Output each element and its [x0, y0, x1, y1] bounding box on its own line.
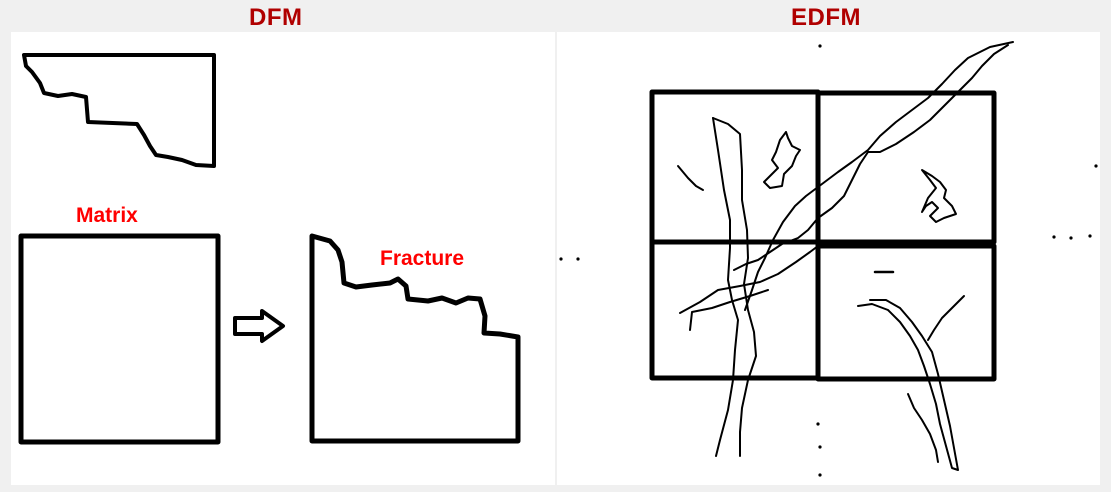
fracture-jagged-top-left — [763, 131, 801, 189]
fracture-short-top-left — [677, 165, 704, 191]
dfm-panel — [11, 32, 555, 485]
fracture-curve-bottom-right — [857, 299, 959, 471]
grid-cell-top-left — [649, 89, 821, 245]
edfm-title: EDFM — [791, 4, 861, 31]
dfm-title: DFM — [249, 4, 303, 31]
matrix-label: Matrix — [76, 204, 138, 227]
grid-cell-bottom-right — [815, 243, 997, 382]
fracture-jagged-top-right — [921, 169, 957, 223]
fracture-diagonal-bottom-right — [927, 295, 965, 341]
grid-cell-top-right — [815, 90, 997, 245]
fracture-vertical-left-edge — [712, 117, 757, 457]
fracture-diagonal-long-edge — [733, 44, 1009, 271]
scattered-points — [559, 44, 1098, 477]
edfm-panel — [557, 32, 1100, 485]
fracture-crossing-left-edge — [689, 289, 769, 331]
outline-right-arrow-icon — [233, 309, 285, 343]
matrix-square — [18, 233, 221, 445]
fractured-matrix-shape — [309, 233, 521, 444]
fracture-vertical-left — [712, 117, 739, 457]
fracture-piece-shape — [22, 53, 216, 168]
fracture-lower-right-tail — [907, 393, 939, 463]
fracture-diagonal-long — [744, 41, 1014, 311]
fracture-crossing-left — [679, 245, 819, 314]
fracture-label: Fracture — [380, 247, 465, 270]
